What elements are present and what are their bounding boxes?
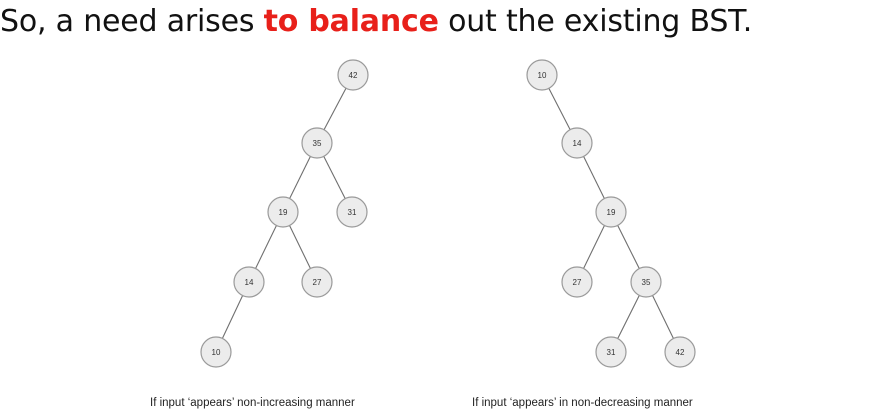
node-label: 19 — [279, 208, 288, 217]
node-label: 10 — [538, 71, 547, 80]
node-label: 31 — [348, 208, 357, 217]
node-label: 14 — [245, 278, 254, 287]
tree-node: 14 — [233, 266, 265, 298]
node-label: 27 — [313, 278, 322, 287]
tree-node: 10 — [200, 336, 232, 368]
tree-node: 42 — [664, 336, 696, 368]
tree-node: 19 — [595, 196, 627, 228]
tree-node: 27 — [561, 266, 593, 298]
node-label: 35 — [642, 278, 651, 287]
right-tree-nodes: 10 14 19 27 35 31 42 — [526, 59, 696, 368]
node-label: 42 — [349, 71, 358, 80]
tree-node: 19 — [267, 196, 299, 228]
left-tree-caption: If input ‘appears’ non-increasing manner — [150, 397, 355, 409]
tree-node: 42 — [337, 59, 369, 91]
tree-node: 27 — [301, 266, 333, 298]
tree-node: 31 — [595, 336, 627, 368]
heading-prefix: So, a need arises — [0, 4, 264, 39]
node-label: 14 — [573, 139, 582, 148]
tree-node: 10 — [526, 59, 558, 91]
left-tree-nodes: 42 35 31 19 27 14 10 — [200, 59, 369, 368]
slide-heading: So, a need arises to balance out the exi… — [0, 4, 752, 39]
node-label: 10 — [212, 348, 221, 357]
node-label: 27 — [573, 278, 582, 287]
right-tree-caption: If input ‘appears’ in non-decreasing man… — [472, 397, 693, 409]
tree-node: 14 — [561, 127, 593, 159]
tree-node: 35 — [630, 266, 662, 298]
node-label: 19 — [607, 208, 616, 217]
tree-node: 35 — [301, 127, 333, 159]
node-label: 35 — [313, 139, 322, 148]
tree-node: 31 — [336, 196, 368, 228]
heading-suffix: out the existing BST. — [438, 4, 753, 39]
node-label: 42 — [676, 348, 685, 357]
node-label: 31 — [607, 348, 616, 357]
heading-highlight: to balance — [263, 4, 439, 39]
